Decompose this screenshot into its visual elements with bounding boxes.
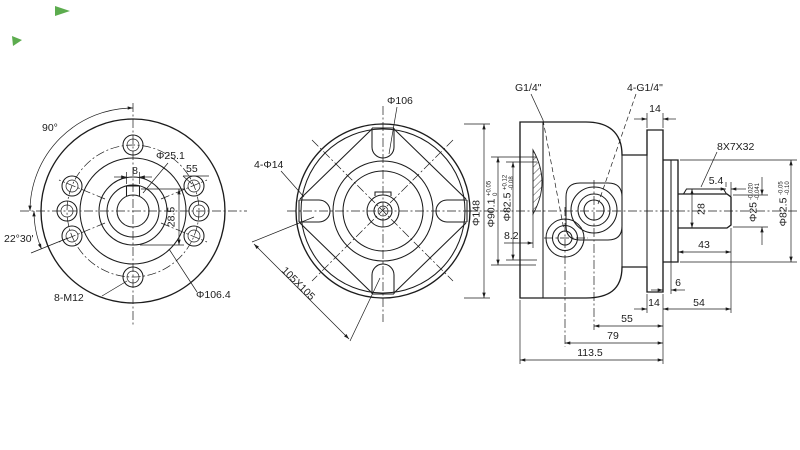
body-outline [519,121,664,299]
shaft-ext-label: 54 [693,297,705,309]
face-centerlines [287,106,478,322]
rear-spigot-sup: +0.05 [487,180,493,196]
shaft [678,193,732,229]
keyway-width-dim: 8 [114,165,152,184]
spigot-step-dim: 6 [651,262,685,294]
keyway-depth-label: 28.5 [166,207,178,228]
shaft-length-label: 43 [698,239,710,251]
angle-2230-label: 22°30' [4,233,34,245]
drain-port [544,207,588,347]
shaft-key-height-label: 28 [696,203,708,215]
front-spigot-label: Φ82.5 [778,197,790,226]
pilot-dia-callout: Φ106 [387,95,413,155]
rear-bore-sup: +0.12 [503,174,509,190]
spigot-dia-label: Φ106.4 [196,289,231,301]
shaft-dia-sub: -0.041 [755,182,761,200]
mount-slots [298,127,468,295]
port-depth-label: 8.2 [504,230,519,242]
keyway-width-label: 8 [132,165,138,177]
face-keyway [374,191,392,196]
port-depth-dim: 8.2 [504,214,534,248]
bottom-dim-chain: 14 54 55 79 113.5 [519,294,732,364]
side-section-view: G1/4" 4-G1/4" 14 8X7X32 5.4 Φ148 [464,82,798,364]
angle-90-dim: 90° [28,106,134,212]
front-spigot-sup: -0.05 [779,181,785,195]
drain-offset-label: 79 [607,330,619,342]
rear-bore-label: Φ82.5 [502,192,514,221]
shaft-key [683,188,727,195]
shaft-key-height-dim: 28 [690,189,708,228]
port-section-hatch [532,148,543,216]
mount-holes-label: 4-Φ14 [254,159,284,171]
key-spec-label: 8X7X32 [717,141,755,153]
body-face-view: Φ106 4-Φ14 105X105 [251,95,478,342]
key-end-dim: 5.4 [704,175,746,196]
flange-width-top-label: 14 [649,103,661,115]
bolt-callout: 8-M12 [54,280,128,304]
main-port [570,180,618,330]
rear-port-label: G1/4" [515,82,542,94]
shaft-dia-dim: Φ25 -0.020 -0.041 [733,177,768,245]
shaft-dia-label: Φ25 [748,202,760,222]
rear-spigot-dim: Φ90.1 +0.05 0 [486,156,536,266]
shaft-dia-sup: -0.020 [749,182,755,200]
bolt-square-label: 105X105 [279,265,317,303]
bolt-holes-label: 8-M12 [54,292,84,304]
rear-bore-sub: -0.08 [509,176,515,190]
bore-dia-dim: Φ25.1 [142,150,185,194]
rear-spigot-sub: 0 [493,192,499,196]
pilot-dia-label: Φ106 [387,95,413,107]
total-length-label: 113.5 [577,347,603,359]
angle-90-label: 90° [42,122,58,134]
rear-bore-dim: Φ82.5 +0.12 -0.08 [502,161,537,261]
flange-width-top-dim: 14 [634,103,676,128]
flange-width-bottom-label: 14 [648,297,660,309]
spigot-step-label: 6 [675,277,681,289]
dim-55-left: 55 [182,163,209,185]
rear-spigot-label: Φ90.1 [486,198,498,227]
key-end-label: 5.4 [709,175,724,187]
shaft-length-dim: 43 [677,228,732,313]
main-ports-callout: 4-G1/4" [597,82,663,205]
green-artifact-1 [55,6,70,16]
bolt-square-dim: 105X105 [251,216,381,342]
flange-dia-dim: Φ148 [464,123,490,299]
port-offset-label: 55 [621,313,633,325]
front-hub [663,159,679,263]
spigot-callout: Φ106.4 [168,248,231,301]
key-spec-callout: 8X7X32 [700,141,755,188]
angle-2230-dim: 22°30' [4,210,69,254]
keyway-depth-dim: 28.5 [140,188,184,246]
flange-rear-view: 90° 22°30' Φ25.1 8 55 28.5 [4,103,247,327]
main-ports-label: 4-G1/4" [627,82,663,94]
green-artifact-2 [12,36,22,46]
dim-55-label: 55 [186,163,198,175]
mount-holes-callout: 4-Φ14 [254,159,305,198]
rear-port-callout: G1/4" [515,82,565,231]
front-spigot-sub: -0.10 [785,181,791,195]
front-spigot-dim: Φ82.5 -0.05 -0.10 [680,159,797,263]
flange-dia-label: Φ148 [471,200,483,226]
bore-dia-label: Φ25.1 [156,150,185,162]
